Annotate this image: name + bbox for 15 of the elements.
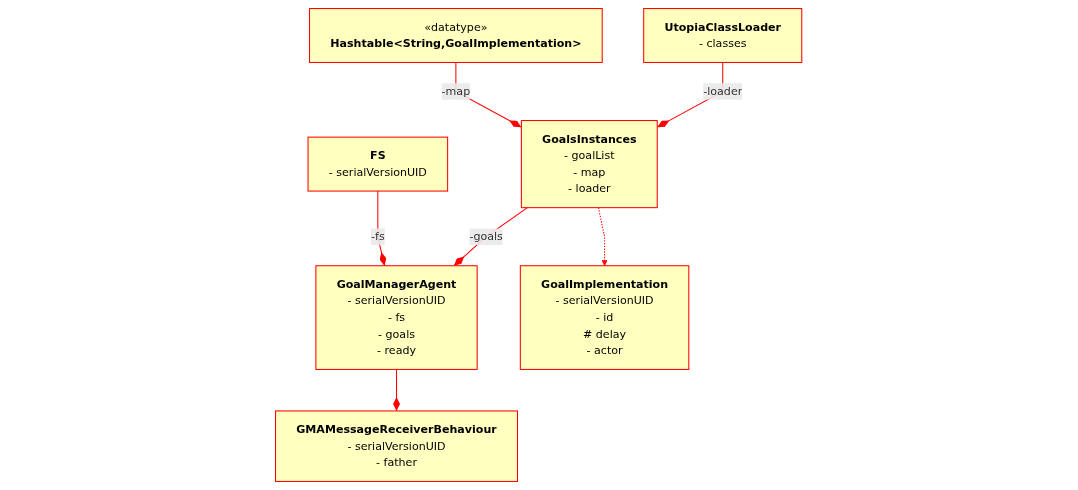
edge-label: -loader	[703, 84, 743, 98]
edge-label: -fs	[371, 229, 386, 243]
connector	[377, 190, 387, 267]
node-box: GoalImplementation - serialVersionUID - id # delay - actor	[520, 265, 690, 370]
node-box: «datatype» Hashtable<String,GoalImplementation>	[309, 8, 604, 63]
node-box: GoalsInstances - goalList - map - loader	[521, 120, 659, 209]
node-box: FS - serialVersionUID	[307, 136, 449, 192]
node-box: GMAMessageReceiverBehaviour - serialVersionUID - father	[275, 410, 519, 482]
edge-label: -goals	[469, 229, 504, 243]
node-box: GoalManagerAgent - serialVersionUID - fs - goals - ready	[315, 265, 478, 370]
arrow	[598, 207, 608, 266]
connector	[393, 368, 401, 412]
edge-label: -map	[441, 84, 471, 98]
node-box: UtopiaClassLoader - classes	[643, 8, 803, 63]
connector	[453, 207, 529, 267]
